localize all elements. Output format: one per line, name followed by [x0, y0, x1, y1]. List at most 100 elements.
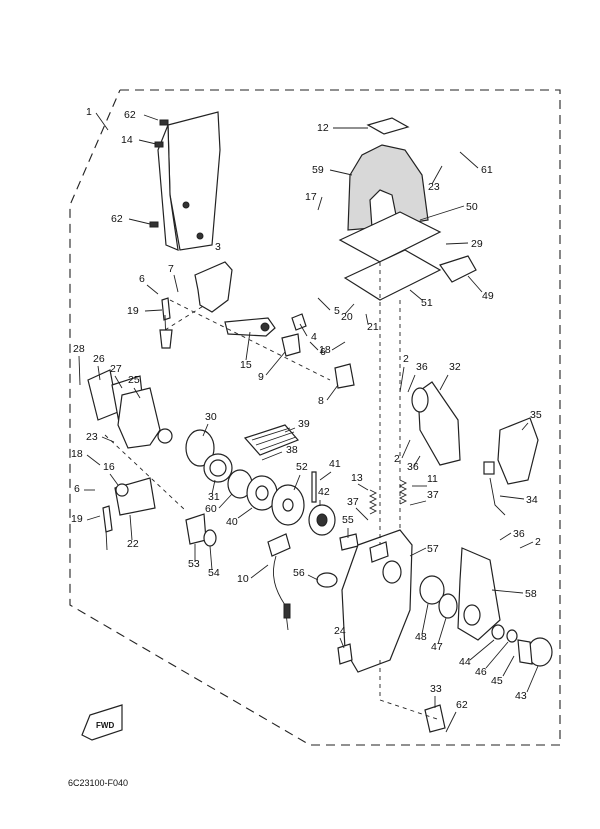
- part-group-bracket: [149, 111, 221, 251]
- callout-14: 14: [121, 134, 133, 146]
- callout-13: 13: [351, 472, 363, 484]
- callout-leader: [97, 365, 101, 381]
- callout-1: 1: [86, 106, 92, 118]
- callout-leader: [237, 507, 253, 519]
- callout-28: 28: [73, 343, 85, 355]
- callout-48: 48: [415, 631, 427, 643]
- nut-46: [506, 629, 518, 643]
- lever-32: [417, 381, 461, 466]
- callout-6: 6: [139, 273, 145, 285]
- callout-62: 62: [456, 699, 468, 711]
- callout-leader: [261, 451, 283, 461]
- callout-leader: [128, 218, 151, 225]
- callout-17: 17: [305, 191, 317, 203]
- callout-leader: [209, 545, 213, 571]
- callout-34: 34: [526, 494, 538, 506]
- callout-61: 61: [481, 164, 493, 176]
- lever-58: [457, 547, 501, 641]
- callout-leader: [173, 274, 179, 293]
- bushing-56: [316, 572, 338, 588]
- callout-leader: [284, 427, 296, 433]
- callout-41: 41: [329, 458, 341, 470]
- callout-leader: [86, 515, 101, 521]
- plate-50: [338, 211, 442, 263]
- callout-57: 57: [427, 543, 439, 555]
- callout-2: 2: [394, 453, 400, 465]
- callout-58: 58: [525, 588, 537, 600]
- callout-leader: [307, 574, 319, 581]
- callout-leader: [407, 374, 416, 393]
- callout-39: 39: [298, 418, 310, 430]
- callout-24: 24: [334, 625, 346, 637]
- callout-leader: [138, 139, 157, 145]
- callout-leader: [78, 355, 81, 386]
- callout-50: 50: [466, 201, 478, 213]
- drawing-code: 6C23100-F040: [68, 778, 128, 788]
- callout-leader: [365, 313, 369, 325]
- callout-leader: [502, 655, 515, 677]
- callout-11: 11: [427, 473, 438, 485]
- callout-19: 19: [71, 513, 83, 525]
- switch-53: [185, 513, 207, 545]
- callout-37: 37: [347, 496, 359, 508]
- callout-23: 23: [86, 431, 98, 443]
- callout-36: 36: [513, 528, 525, 540]
- callout-leader: [409, 289, 423, 301]
- callout-27: 27: [110, 363, 122, 375]
- callout-60: 60: [205, 503, 217, 515]
- callout-5: 5: [334, 305, 340, 317]
- callout-36: 36: [416, 361, 428, 373]
- callout-leader: [326, 384, 339, 401]
- callout-leader: [526, 665, 539, 693]
- callout-36: 36: [407, 461, 419, 473]
- callout-33: 33: [430, 683, 442, 695]
- callout-4: 4: [311, 331, 317, 343]
- callout-leader: [355, 507, 369, 521]
- callout-31: 31: [208, 491, 220, 503]
- callout-2: 2: [403, 353, 409, 365]
- callout-leader: [519, 541, 534, 549]
- callout-leader: [521, 422, 529, 431]
- mounting-plate: [167, 111, 221, 251]
- callout-35: 35: [530, 409, 542, 421]
- housing-25: [117, 387, 161, 449]
- callout-leader: [265, 351, 286, 376]
- callout-59: 59: [312, 164, 324, 176]
- callout-18: 18: [71, 448, 83, 460]
- callout-leader: [293, 474, 301, 491]
- callout-29: 29: [471, 238, 483, 250]
- callout-leader: [146, 284, 159, 295]
- callout-leader: [317, 196, 323, 211]
- callout-leader: [431, 165, 443, 185]
- shaft-55: [339, 533, 359, 551]
- spring-11: [398, 479, 408, 505]
- svg-text:FWD: FWD: [96, 721, 114, 730]
- callout-leader: [101, 436, 115, 443]
- callout-leader: [143, 114, 159, 121]
- callout-leader: [133, 387, 141, 399]
- callout-10: 10: [237, 573, 249, 585]
- callout-55: 55: [342, 514, 354, 526]
- callout-3: 3: [215, 241, 221, 253]
- callout-leader: [114, 375, 123, 389]
- callout-45: 45: [491, 675, 503, 687]
- callout-leader: [299, 323, 308, 337]
- callout-62: 62: [124, 109, 136, 121]
- callout-leader: [419, 205, 465, 221]
- fwd-arrow-icon: FWD: [81, 704, 123, 741]
- callout-leader: [309, 341, 319, 351]
- callout-leader: [437, 617, 447, 645]
- callout-38: 38: [286, 444, 298, 456]
- callout-leader: [339, 637, 345, 649]
- callout-22: 22: [127, 538, 139, 550]
- label-plate-12: [366, 117, 410, 135]
- callout-leader: [469, 639, 495, 661]
- callout-56: 56: [293, 567, 305, 579]
- callout-21: 21: [367, 321, 379, 333]
- callout-6: 6: [74, 483, 80, 495]
- callout-leader: [86, 454, 101, 466]
- callout-12: 12: [317, 122, 329, 134]
- cover-35: [497, 417, 539, 485]
- callout-42: 42: [318, 486, 330, 498]
